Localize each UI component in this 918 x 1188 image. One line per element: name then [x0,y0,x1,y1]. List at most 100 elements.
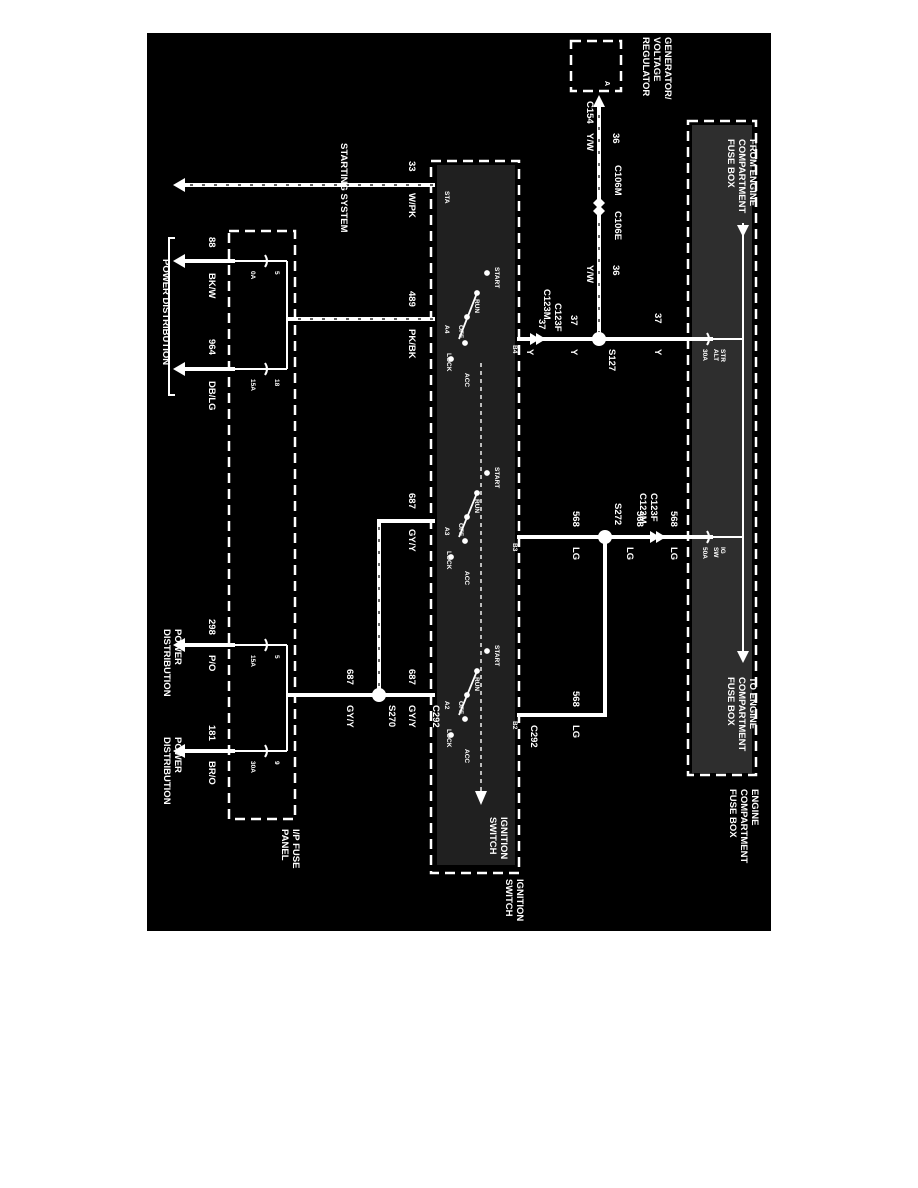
w964-color: DB/LG [206,381,217,411]
pin-b3: B3 [511,543,518,552]
ip4-num: 9 [273,761,280,765]
power-distribution-2a: POWER [172,629,183,665]
ip-fuse-panel-1: I/P FUSE [290,829,301,868]
wiring-diagram: GENERATOR/ VOLTAGE REGULATOR A C154 36 Y… [147,33,771,931]
switch-arrow [475,791,487,805]
pos-run-2: RUN [473,499,480,513]
engine-fuse-box-1: ENGINE [749,789,760,825]
wire-568-b2 [517,537,607,717]
w37b-num: 37 [568,315,579,326]
c154-label: C154 [584,101,595,124]
starting-system-label: STARTING SYSTEM [338,143,349,233]
pos-lock-2: LOCK [445,551,452,570]
w181-num: 181 [206,725,217,742]
w568a-color: LG [668,547,679,560]
w687a-color: GY/Y [406,529,417,552]
c106m-label: C106M [612,165,623,196]
pos-lock-1: LOCK [445,353,452,372]
w37c-color: Y [524,349,535,356]
ip3-num: 5 [273,655,280,659]
pos-start-3: START [493,645,500,666]
w568b-num: 568 [634,511,645,527]
w489-color: PK/BK [406,329,417,359]
ip-fuse-panel-2: PANEL [279,829,290,861]
switch-shade [437,165,515,865]
power-distribution-bracket [168,237,175,396]
labels: GENERATOR/ VOLTAGE REGULATOR A C154 36 Y… [160,37,760,921]
pos-acc-2: ACC [463,571,470,585]
fuse-str-amp: 30A [701,349,708,361]
pos-acc-3: ACC [463,749,470,763]
w568d-color: LG [570,725,581,738]
w36b-num: 36 [610,265,621,276]
ip1-amp: 0A [249,271,256,280]
to-fuse-box-3: FUSE BOX [725,677,736,726]
w568a-num: 568 [668,511,679,527]
fuse-ig-1: IG [719,547,726,554]
ignition-switch-inner-2: SWITCH [487,817,498,855]
pin-a2: A2 [443,701,450,710]
pin-a4: A4 [443,325,450,334]
engine-fuse-box-outline [686,119,758,777]
from-fuse-box-3: FUSE BOX [725,139,736,188]
ip-fuse-internals [235,254,288,758]
w36b-color: Y/W [584,265,595,283]
c123m-a: C123M [541,289,552,320]
c123f-a: C123F [552,303,563,332]
ip1-num: 5 [273,271,280,275]
generator-box [569,39,623,93]
engine-fuse-internals [706,332,743,544]
w687c-color: GY/Y [344,705,355,728]
ip3-amp: 15A [249,655,256,667]
engine-fuse-box-2: COMPARTMENT [738,789,749,863]
pos-lock-3: LOCK [445,729,452,748]
w568c-num: 568 [570,511,581,527]
pin-a3: A3 [443,527,450,536]
w88-color: BK/W [206,273,217,298]
from-fuse-box-2: COMPARTMENT [736,139,747,213]
w687c-num: 687 [344,669,355,685]
w37a-color: Y [652,349,663,356]
ignition-switch-outer-2: SWITCH [503,879,514,917]
bus-arrow [737,223,749,663]
s272-label: S272 [612,503,623,525]
c123f-b: C123F [648,493,659,522]
pin-b2: B2 [511,721,518,730]
power-distribution-label: POWER DISTRIBUTION [160,259,171,365]
ip4-amp: 30A [249,761,256,773]
connector-markers [530,197,666,543]
gen-pin-label: A [603,81,610,86]
w568d-num: 568 [570,691,581,707]
wire-arrowheads [173,95,605,758]
w489-num: 489 [406,291,417,307]
pos-start-1: START [493,267,500,288]
generator-label-1: GENERATOR/ [662,37,673,100]
pos-acc-1: ACC [463,373,470,387]
fuse-str-1: STR [719,349,726,362]
w36a-num: 36 [610,133,621,144]
to-fuse-box-2: COMPARTMENT [736,677,747,751]
w964-num: 964 [206,339,217,356]
power-distribution-2b: DISTRIBUTION [161,629,172,697]
splice-s270-dot [372,688,386,702]
w687b-color: GY/Y [406,705,417,728]
pin-sta: STA [443,191,450,204]
w687b-num: 687 [406,669,417,685]
w33-color: W/PK [406,193,417,218]
fuse-ig-2: SW [712,547,719,558]
pos-run-1: RUN [473,299,480,313]
w181-color: BR/O [206,761,217,785]
fuse-ig-amp: 50A [701,547,708,559]
ignition-switch-inner-1: IGNITION [498,817,509,859]
power-distribution-3a: POWER [172,737,183,773]
generator-label-3: REGULATOR [640,37,651,96]
pos-run-3: RUN [473,677,480,691]
ip2-amp: 15A [249,379,256,391]
w37c-num: 37 [536,319,547,330]
w37b-color: Y [568,349,579,356]
to-fuse-box-1: TO ENGINE [747,677,758,729]
pos-off-1: OFF [457,325,464,338]
fuse-str-2: ALT [712,349,719,361]
splice-dots [372,332,612,702]
s127-label: S127 [606,349,617,371]
